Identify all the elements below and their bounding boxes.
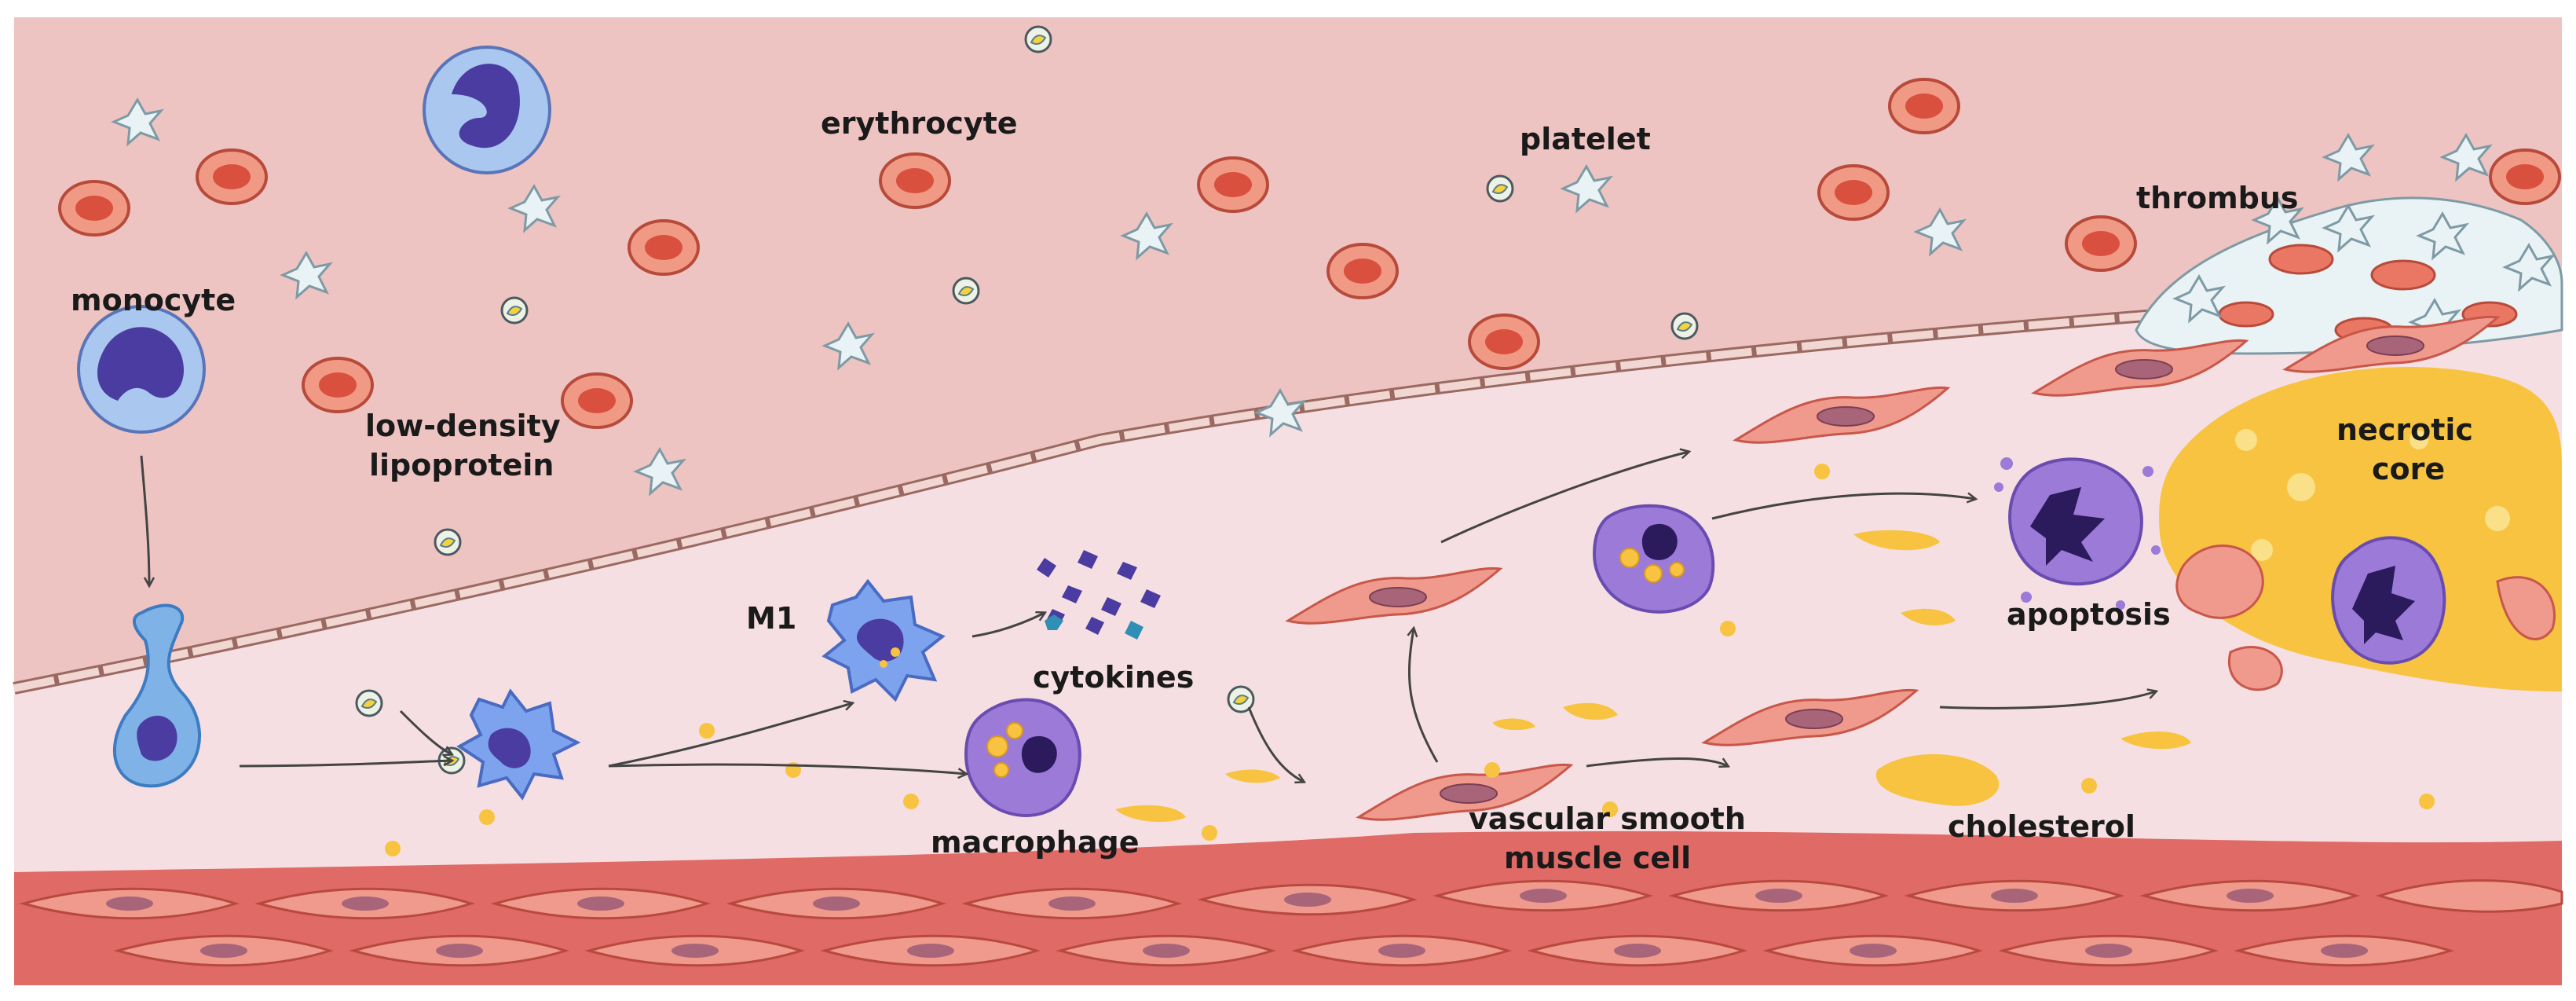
pathway-arrows (140, 452, 2156, 782)
cholesterol-deposits (385, 464, 2435, 856)
label-macrophage: macrophage (931, 825, 1139, 860)
label-vsmc-line1: vascular smooth (1469, 801, 1746, 836)
apoptotic-cell (1994, 457, 2161, 610)
label-apoptosis: apoptosis (2007, 597, 2171, 632)
macrophage-cell (964, 698, 1081, 817)
label-thrombus: thrombus (2136, 181, 2299, 215)
label-necrotic-line2: core (2372, 452, 2445, 486)
label-ldl-line1: low-density (365, 409, 561, 443)
vessel-media-layer (14, 830, 2563, 985)
monocyte-cell (77, 305, 206, 434)
differentiating-macrophage (456, 688, 581, 801)
label-vsmc-line2: muscle cell (1504, 841, 1691, 875)
necrotic-core (2159, 366, 2562, 691)
label-ldl-line2: lipoprotein (369, 448, 554, 482)
necrotic-apoptotic-cell (2331, 536, 2446, 665)
label-cytokines: cytokines (1033, 660, 1194, 695)
label-monocyte: monocyte (71, 283, 236, 317)
m1-macrophage (821, 578, 946, 702)
label-cholesterol: cholesterol (1948, 809, 2135, 844)
transmigrating-monocyte (112, 603, 201, 788)
label-necrotic-line1: necrotic (2336, 412, 2473, 447)
label-m1: M1 (746, 601, 796, 636)
lumen-monocyte-top (423, 46, 551, 174)
cytokines-cluster (1037, 550, 1161, 640)
foam-cell (1592, 504, 1715, 614)
intima-region (14, 283, 2562, 872)
label-platelet: platelet (1520, 122, 1651, 156)
label-erythrocyte: erythrocyte (821, 106, 1018, 141)
